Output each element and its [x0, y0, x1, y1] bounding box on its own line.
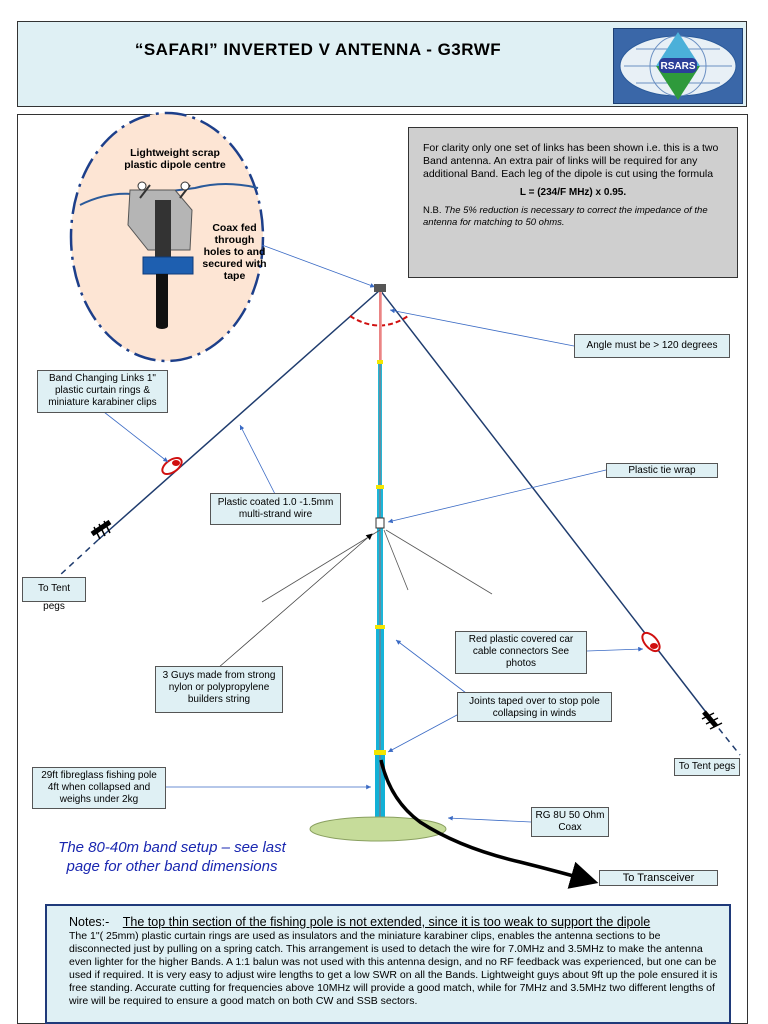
pointer-tie-wrap [387, 469, 607, 524]
wire-label: Plastic coated 1.0 -1.5mm multi-strand w… [210, 493, 341, 525]
pole-top-cap [374, 284, 386, 292]
notes-body: The 1"( 25mm) plastic curtain rings are … [69, 930, 718, 1007]
notes-headline: The top thin section of the fishing pole… [122, 915, 651, 929]
pole-joint [376, 485, 384, 489]
logo-text: RSARS [660, 61, 695, 72]
tent-pegs-left-label: To Tent pegs [22, 577, 86, 612]
clarity-text: For clarity only one set of links has be… [423, 142, 719, 180]
rsars-logo: RSARS [613, 28, 743, 104]
coax-label: RG 8U 50 Ohm Coax [531, 807, 609, 837]
pointer-coax [447, 815, 532, 823]
guy-line [261, 529, 381, 603]
dipole-wire-left-dashed [59, 539, 99, 576]
guy-line [385, 529, 493, 595]
pole-top-section [379, 292, 382, 362]
pointer-band-links [103, 411, 169, 463]
insulator-right [641, 631, 661, 653]
dipole-wire-right-dashed [711, 719, 741, 756]
ground-patch [309, 816, 447, 842]
tie-wrap-label: Plastic tie wrap [606, 463, 718, 478]
dipole-centre-inset [69, 111, 265, 363]
pointer-joints-2 [387, 707, 471, 753]
pole-label: 29ft fibreglass fishing pole 4ft when co… [32, 767, 166, 809]
transceiver-label: To Transceiver [599, 870, 718, 886]
band-setup-note: The 80-40m band setup – see last page fo… [58, 839, 286, 875]
notes-panel: Notes:- The top thin section of the fish… [45, 904, 731, 1024]
pole-joint [374, 750, 386, 755]
pole-joint [377, 360, 383, 364]
insulator-left [161, 457, 183, 475]
notes-prefix: Notes:- [69, 915, 110, 929]
joints-label: Joints taped over to stop pole collapsin… [457, 692, 612, 722]
coax-cable [379, 759, 599, 889]
end-insulator-left [90, 519, 112, 540]
end-insulator-right [701, 710, 723, 730]
header-panel: “SAFARI” INVERTED V ANTENNA - G3RWF RSAR… [17, 21, 747, 107]
nb-text: The 5% reduction is necessary to correct… [423, 205, 708, 228]
inset-leader [261, 244, 376, 288]
pointer-joints-1 [395, 639, 471, 697]
nb-note: N.B. The 5% reduction is necessary to co… [423, 205, 723, 229]
guys-label: 3 Guys made from strong nylon or polypro… [155, 666, 283, 713]
connectors-label: Red plastic covered car cable connectors… [455, 631, 587, 674]
clarity-note-box: For clarity only one set of links has be… [408, 127, 738, 278]
pointer-connectors [586, 646, 644, 652]
guy-line [383, 529, 409, 591]
pointer-angle [389, 308, 575, 347]
pointer-guys [217, 533, 373, 669]
notes-heading: Notes:- The top thin section of the fish… [69, 916, 721, 929]
tie-wrap [375, 517, 385, 529]
nb-prefix: N.B. [423, 205, 442, 216]
band-links-label: Band Changing Links 1" plastic curtain r… [37, 370, 168, 413]
dipole-formula: L = (234/F MHz) x 0.95. [519, 187, 627, 198]
inset-coax-note: Coax fed through holes to and secured wi… [202, 222, 267, 282]
angle-label: Angle must be > 120 degrees [574, 334, 730, 358]
pointer-wire [239, 424, 277, 497]
pole-joint [375, 625, 385, 629]
inset-title: Lightweight scrap plastic dipole centre [124, 147, 226, 171]
dipole-wire-left [97, 289, 381, 541]
tent-pegs-right-label: To Tent pegs [674, 758, 740, 776]
page-title: “SAFARI” INVERTED V ANTENNA - G3RWF [134, 40, 502, 59]
